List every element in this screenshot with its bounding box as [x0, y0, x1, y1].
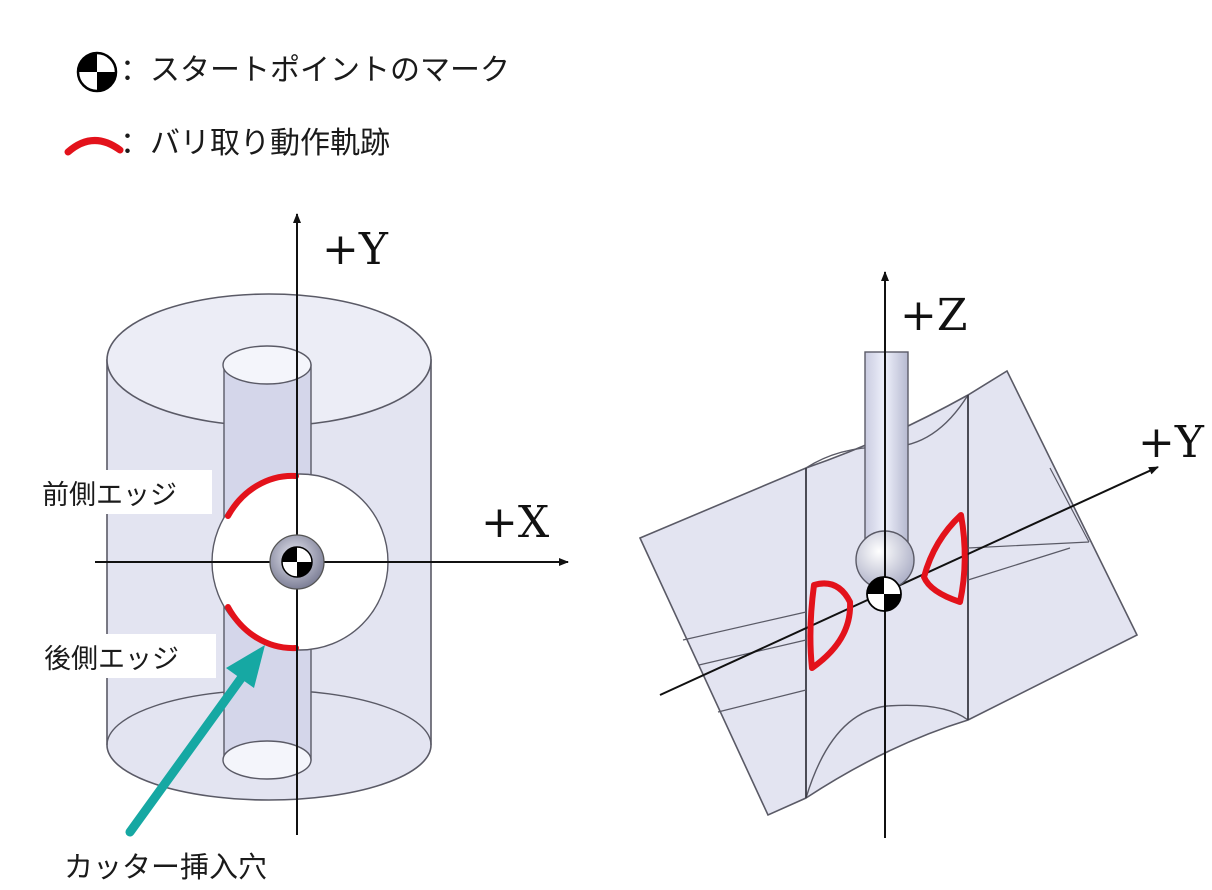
cutter-hole-arrow-shaft: [125, 672, 247, 837]
inner-hole-bottom: [222, 740, 312, 780]
rear-edge-path: [225, 604, 299, 652]
front-edge-loop: [807, 580, 854, 671]
start-mark-legend-text: ：スタートポイントのマーク: [120, 53, 510, 88]
legend: ：スタートポイントのマーク ：バリ取り動作軌跡: [64, 51, 510, 161]
channel-curve-bottom: [805, 704, 969, 799]
rear-edge-label: 後側エッジ: [44, 644, 179, 675]
deburr-path-legend-text: ：バリ取り動作軌跡: [120, 126, 390, 161]
cutter-hole-arrow-head: [226, 645, 265, 688]
cutter-shank: [864, 351, 909, 553]
rear-edge-label-bg: [38, 634, 216, 678]
right-start-point-mark: [866, 576, 902, 612]
cutter-hole-label: カッター挿入穴: [64, 850, 267, 884]
left-start-point-mark: [269, 534, 325, 590]
inner-hole-top: [222, 345, 312, 385]
front-edge-path: [225, 472, 299, 519]
hole-band-upper: [682, 467, 1090, 641]
left-view: 前側エッジ 後側エッジ カッター挿入穴 +Y +X: [36, 213, 569, 884]
red-arc-icon: [64, 137, 124, 156]
right-y-axis: [659, 466, 1159, 696]
left-x-axis-label: +X: [481, 497, 550, 548]
right-view: +Z +Y: [638, 271, 1205, 838]
rear-edge-loop: [921, 512, 968, 605]
left-y-axis-label: +Y: [322, 224, 389, 275]
front-edge-label: 前側エッジ: [42, 480, 177, 511]
front-edge-label-bg: [36, 470, 212, 514]
right-z-axis-label: +Z: [900, 290, 967, 341]
right-y-axis-label: +Y: [1138, 417, 1205, 468]
start-point-mark-icon: [76, 51, 118, 93]
